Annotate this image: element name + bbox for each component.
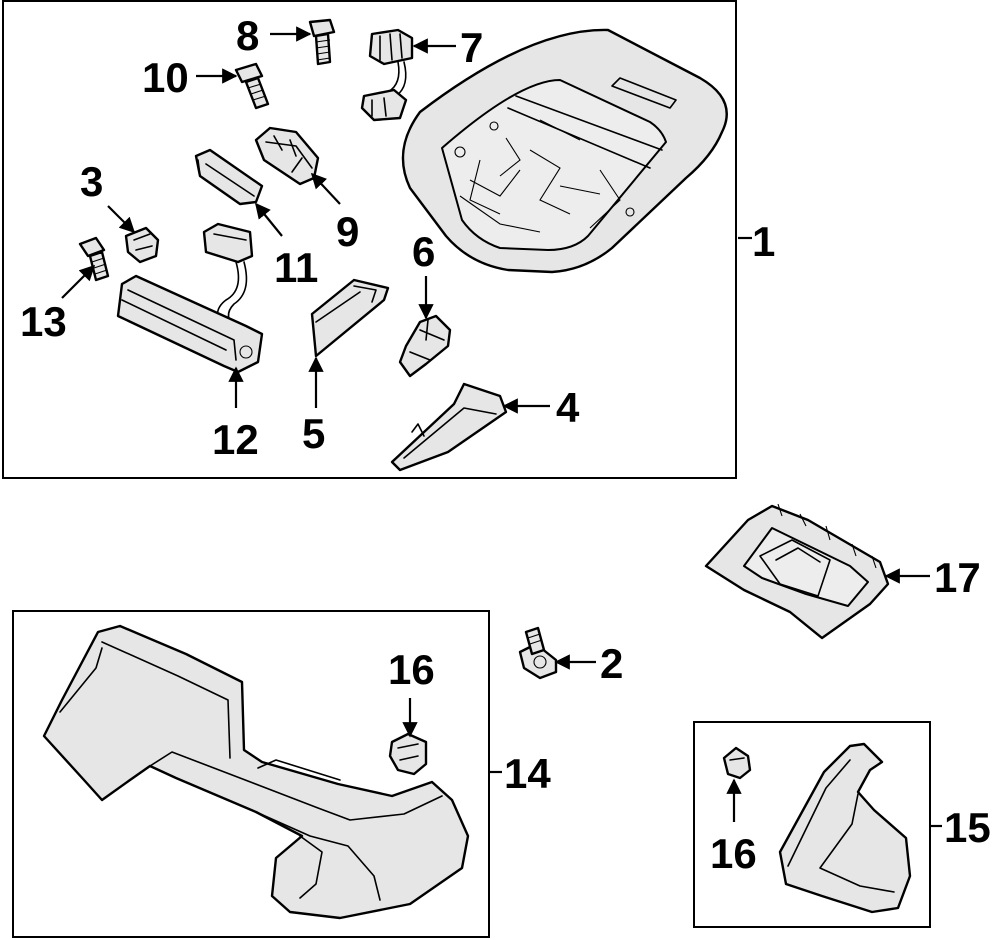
- callout-17: 17: [934, 554, 981, 601]
- part-8-screw: [308, 18, 336, 66]
- callout-12: 12: [212, 416, 259, 463]
- part-9-bracket: [254, 126, 320, 186]
- part-7-switch-connector: [360, 28, 414, 122]
- leader-9: [310, 172, 341, 205]
- part-1-overhead-console: [401, 28, 728, 274]
- part-2-bolt: [518, 626, 558, 680]
- leader-11: [255, 202, 283, 237]
- callout-6: 6: [412, 228, 435, 275]
- callout-15: 15: [944, 804, 991, 851]
- part-5-trim-panel: [310, 278, 390, 358]
- part-12-lamp-assembly: [116, 222, 264, 374]
- part-3-clip: [124, 226, 160, 264]
- part-13-screw: [78, 236, 110, 282]
- leader-3: [107, 205, 136, 234]
- part-16-clip-left: [388, 732, 428, 776]
- part-17-lamp-lens: [704, 503, 890, 640]
- callout-13: 13: [20, 298, 67, 345]
- callout-5: 5: [302, 410, 325, 457]
- part-16-clip-right: [722, 746, 752, 780]
- part-10-screw: [234, 62, 270, 110]
- part-6-connector: [398, 314, 452, 378]
- callout-16-left: 16: [388, 646, 435, 693]
- callout-16-right: 16: [710, 830, 757, 877]
- group-frame-sun-visor: [12, 610, 490, 938]
- callout-7: 7: [460, 24, 483, 71]
- callout-10: 10: [142, 54, 189, 101]
- group-frame-lamp-cover: [693, 721, 931, 928]
- callout-9: 9: [336, 208, 359, 255]
- callout-2: 2: [600, 640, 623, 687]
- callout-4: 4: [556, 384, 580, 431]
- part-15-lamp-cover: [778, 742, 912, 914]
- part-14-console-cover: [42, 624, 470, 920]
- part-11-strip-bracket: [194, 148, 264, 206]
- callout-11: 11: [274, 244, 318, 291]
- callout-8: 8: [236, 12, 259, 59]
- leader-13: [61, 264, 96, 299]
- callout-14: 14: [504, 750, 551, 797]
- callout-1: 1: [752, 218, 775, 265]
- callout-3: 3: [80, 158, 103, 205]
- part-4-bezel: [390, 382, 508, 472]
- group-frame-console-assembly: [2, 0, 737, 479]
